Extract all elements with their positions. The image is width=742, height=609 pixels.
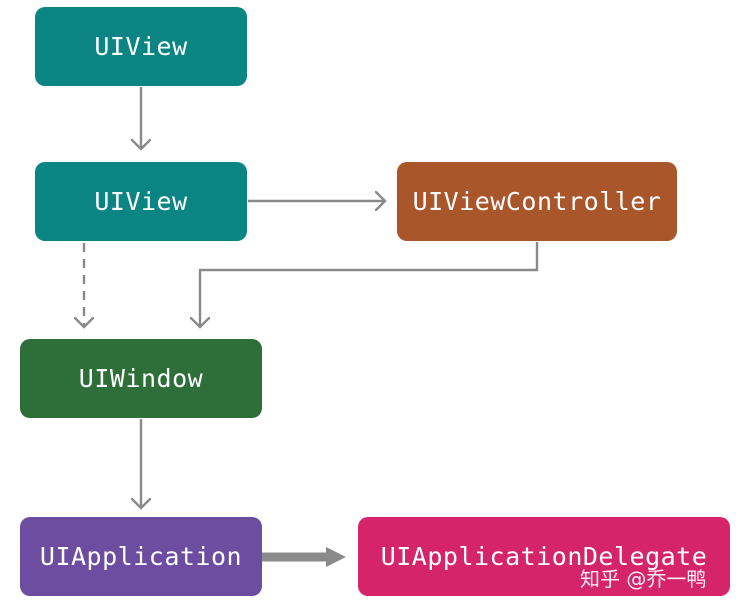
uiview-node-top: UIView <box>35 7 247 86</box>
uiapplication-node: UIApplication <box>20 517 262 596</box>
uiapplicationdelegate-node-label: UIApplicationDelegate <box>380 542 708 571</box>
watermark-text: 知乎 @乔一鸭 <box>580 567 707 591</box>
uiwindow-node-label: UIWindow <box>78 364 204 393</box>
uiview-node-middle: UIView <box>35 162 247 241</box>
uiview-node-top-label: UIView <box>94 32 188 61</box>
uiview-node-middle-label: UIView <box>94 187 188 216</box>
uiviewcontroller-node-label: UIViewController <box>412 187 662 216</box>
uiviewcontroller-node: UIViewController <box>397 162 677 241</box>
uiapplication-node-label: UIApplication <box>39 542 243 571</box>
uiwindow-node: UIWindow <box>20 339 262 418</box>
uiapplicationdelegate-node: UIApplicationDelegate <box>358 517 730 596</box>
edge-uiviewcontroller-to-uiwindow <box>200 242 539 327</box>
